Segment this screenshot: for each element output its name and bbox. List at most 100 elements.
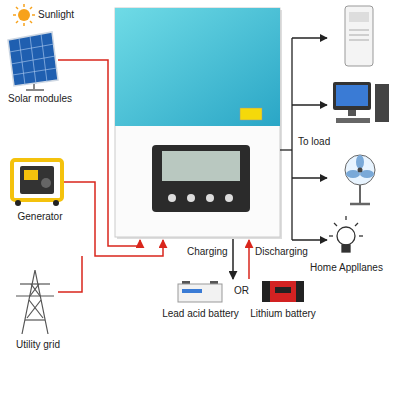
generator-icon (12, 160, 62, 200)
inverter-unit (206, 194, 214, 202)
inverter-unit (168, 194, 176, 202)
load-wire (291, 38, 292, 240)
source-wire (58, 256, 82, 292)
inverter-unit (115, 8, 282, 239)
generator-icon (20, 166, 54, 194)
inverter-unit (115, 8, 280, 237)
sun-icon (30, 7, 32, 9)
annotation-label: Charging (186, 246, 229, 258)
computer-icon (336, 85, 368, 106)
caption-text: Lithium battery (249, 308, 317, 320)
light-bulb-icon (345, 216, 346, 220)
power-pylon-icon (31, 284, 40, 296)
annotation-label: To load (297, 136, 333, 148)
lithium-battery-icon (296, 281, 304, 302)
sun-icon (13, 14, 16, 16)
caption-text: Generator (16, 211, 64, 223)
power-pylon-icon (29, 300, 43, 318)
fan-icon (358, 168, 363, 173)
annotation-label: OR (233, 285, 250, 297)
generator-icon (12, 160, 62, 206)
solar-panel-icon (41, 34, 47, 82)
battery-wire (233, 239, 249, 279)
light-bulb-icon (334, 223, 337, 226)
annotation-label: Discharging (254, 246, 309, 258)
sun-icon (16, 21, 18, 23)
power-pylon-icon (30, 284, 39, 296)
battery-wire (232, 239, 234, 279)
light-bulb-icon (337, 227, 355, 245)
light-bulb-icon (355, 223, 358, 226)
lithium-battery-icon (262, 281, 304, 302)
lithium-battery-icon (262, 281, 304, 302)
fan-icon (359, 185, 361, 203)
solar-panel-icon (8, 32, 58, 86)
sun-icon (23, 23, 25, 26)
annotation-label: Sunlight (37, 9, 75, 21)
computer-icon (333, 82, 371, 110)
power-pylon-icon (22, 270, 48, 334)
caption-text: Lead acid battery (161, 308, 240, 320)
light-bulb-icon (329, 216, 363, 252)
solar-panel-icon (30, 36, 36, 84)
caption-text: Utility grid (15, 339, 61, 351)
air-conditioner-icon (345, 6, 373, 66)
generator-icon (24, 170, 38, 180)
light-bulb-icon (329, 235, 333, 236)
load-wire (292, 37, 327, 38)
caption-text: Solar modules (7, 93, 73, 105)
lead-acid-battery-icon (182, 289, 202, 293)
lead-acid-battery-icon (178, 284, 222, 302)
power-pylon-icon (16, 295, 54, 296)
sun-icon (13, 4, 35, 26)
icon-caption: Solar modules (4, 92, 76, 106)
air-conditioner-icon (345, 6, 373, 66)
generator-icon (15, 200, 21, 206)
sun-icon (18, 9, 30, 21)
air-conditioner-icon (349, 30, 369, 31)
icon-caption: Home Appllanes (306, 261, 387, 275)
load-wire (292, 239, 327, 240)
fan-icon (356, 155, 364, 169)
air-conditioner-icon (349, 40, 369, 41)
computer-icon (336, 118, 370, 123)
inverter-unit (162, 151, 240, 181)
fan-icon (345, 155, 375, 204)
fan-icon (345, 155, 375, 185)
computer-icon (333, 82, 389, 123)
inverter-unit (187, 194, 195, 202)
solar-panel-icon (19, 38, 25, 85)
icon-caption: Lead acid battery (158, 307, 243, 321)
sun-icon (16, 7, 18, 9)
power-pylon-icon (25, 319, 45, 320)
load-wire (292, 104, 327, 105)
inverter-unit (225, 194, 233, 202)
generator-icon (41, 178, 51, 188)
inverter-unit (240, 108, 262, 120)
icon-caption: Generator (13, 210, 67, 224)
solar-panel-icon (8, 32, 58, 90)
sun-icon (32, 14, 35, 16)
icon-caption: Utility grid (12, 338, 64, 352)
battery-wire (248, 240, 250, 279)
light-bulb-icon (342, 245, 350, 252)
sun-icon (30, 21, 32, 23)
lead-acid-battery-icon (178, 281, 222, 302)
caption-text: Home Appllanes (309, 262, 384, 274)
inverter-unit (152, 145, 250, 212)
light-bulb-icon (359, 235, 363, 236)
computer-icon (348, 110, 356, 116)
computer-icon (375, 84, 389, 122)
air-conditioner-icon (349, 12, 369, 22)
fan-icon (350, 203, 370, 206)
load-wire (292, 177, 327, 178)
air-conditioner-icon (349, 30, 369, 40)
fan-icon (346, 155, 374, 178)
lithium-battery-icon (275, 287, 291, 293)
lithium-battery-icon (262, 281, 270, 302)
sun-icon (13, 4, 35, 26)
power-pylon-icon (20, 283, 50, 284)
